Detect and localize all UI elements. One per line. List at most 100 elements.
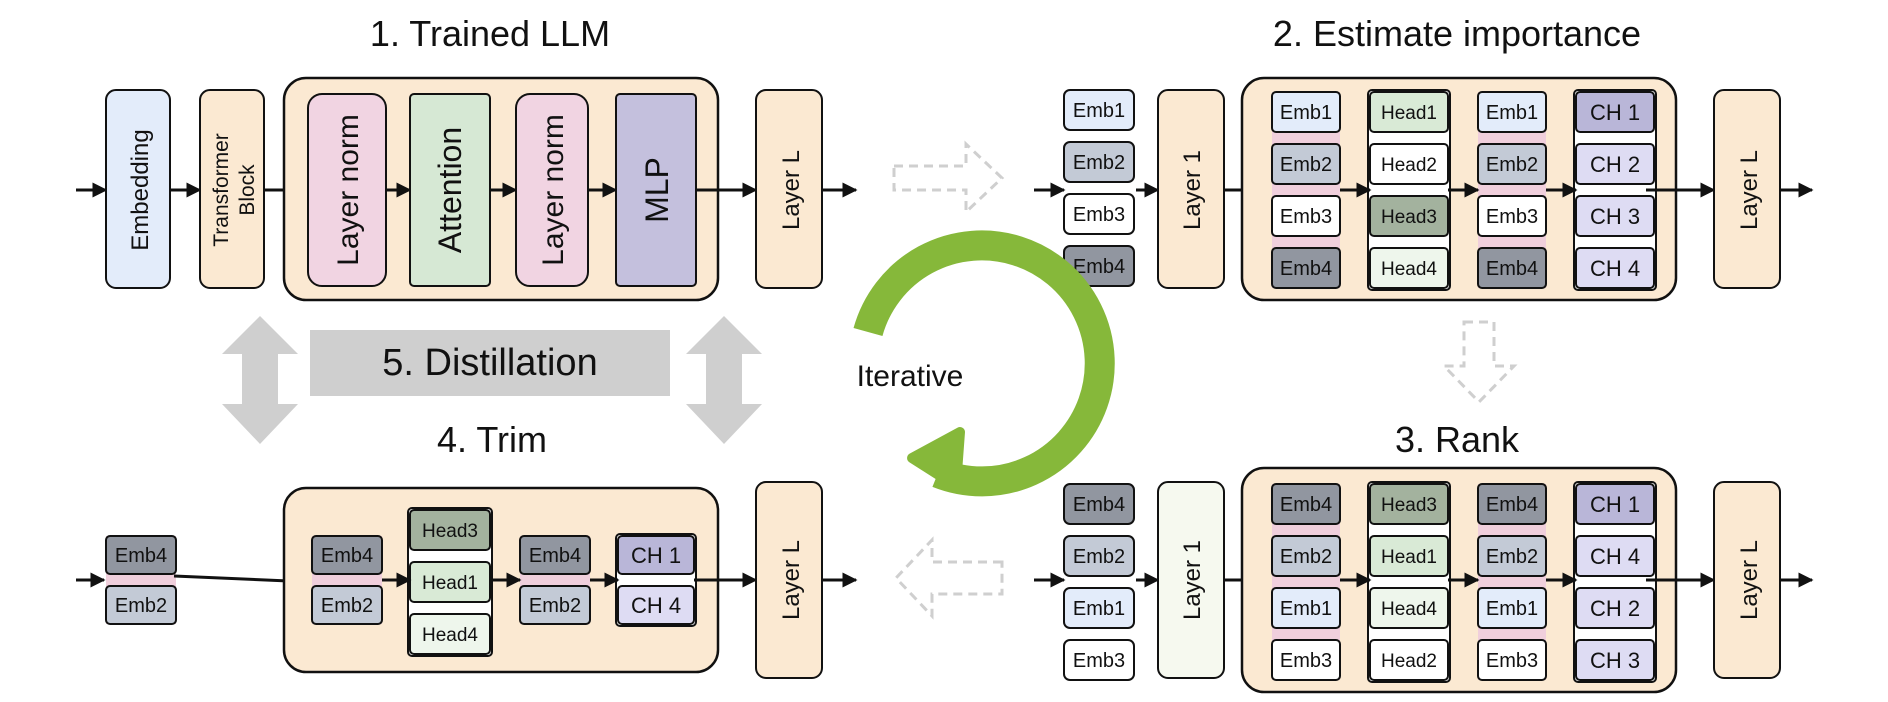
head3-label: Head3 <box>422 521 478 542</box>
ch-2-label: CH 2 <box>1590 152 1640 177</box>
emb4-label: Emb4 <box>1073 494 1125 516</box>
head2-label: Head2 <box>1381 651 1437 672</box>
emb4-box <box>1477 483 1547 525</box>
iterative-cycle-arrow <box>853 230 1115 497</box>
emb3-label: Emb3 <box>1073 204 1125 226</box>
ch-2-box <box>1575 143 1655 185</box>
iterative-label: Iterative <box>857 360 964 393</box>
iterative-cycle: Iterative <box>853 230 1115 497</box>
ch-1-label: CH 1 <box>1590 492 1640 517</box>
emb4-label: Emb4 <box>529 545 581 567</box>
emb2-box <box>1477 535 1547 577</box>
stage-4-title: 4. Trim <box>437 419 547 460</box>
distillation-double-arrow-left <box>222 316 298 444</box>
emb1-box <box>1271 587 1341 629</box>
emb2-box <box>1063 535 1135 577</box>
emb1-box <box>1271 91 1341 133</box>
head3-box <box>1369 195 1449 237</box>
head1-box <box>1369 91 1449 133</box>
emb2-box <box>1477 143 1547 185</box>
ch-1-box <box>1575 483 1655 525</box>
layer-l-label: Layer L <box>1736 150 1763 230</box>
ch-3-box <box>1575 195 1655 237</box>
emb2-label: Emb2 <box>1280 154 1332 176</box>
emb3-box <box>1477 195 1547 237</box>
emb2-label: Emb2 <box>321 595 373 617</box>
head4-box <box>1369 587 1449 629</box>
emb1-label: Emb1 <box>1486 598 1538 620</box>
head4-label: Head4 <box>1381 599 1437 620</box>
emb2-label: Emb2 <box>1486 154 1538 176</box>
head3-box <box>409 509 491 551</box>
embedding-label: Embedding <box>127 129 154 250</box>
ch-1-label: CH 1 <box>631 543 681 568</box>
layer-1-label: Layer 1 <box>1179 540 1206 620</box>
emb4-box <box>105 535 177 575</box>
emb4-label: Emb4 <box>1486 494 1538 516</box>
ch-4-label: CH 4 <box>1590 544 1640 569</box>
transformer-label-line1: Transformer <box>210 133 233 247</box>
emb4-box <box>1271 483 1341 525</box>
emb2-box <box>1271 143 1341 185</box>
head3-box <box>1369 483 1449 525</box>
emb3-box <box>1063 193 1135 235</box>
stage-2-title: 2. Estimate importance <box>1273 13 1641 54</box>
dashed-arrow-right <box>892 140 1005 216</box>
emb2-label: Emb2 <box>1280 546 1332 568</box>
emb2-label: Emb2 <box>529 595 581 617</box>
head1-label: Head1 <box>1381 103 1437 124</box>
transformer-label-line2: Block <box>236 164 259 216</box>
stage-3-title: 3. Rank <box>1395 419 1520 460</box>
emb3-box <box>1063 639 1135 681</box>
stage-1-title: 1. Trained LLM <box>370 13 610 54</box>
head1-box <box>1369 535 1449 577</box>
emb4-label: Emb4 <box>1486 258 1538 280</box>
emb2-box <box>519 585 591 625</box>
head4-label: Head4 <box>1381 259 1437 280</box>
head4-label: Head4 <box>422 625 478 646</box>
mlp-label: MLP <box>639 157 675 223</box>
emb1-label: Emb1 <box>1280 598 1332 620</box>
emb2-box <box>1063 141 1135 183</box>
head3-label: Head3 <box>1381 495 1437 516</box>
ch-4-box <box>1575 247 1655 289</box>
distillation-double-arrow-right <box>686 316 762 444</box>
ch-3-box <box>1575 639 1655 681</box>
emb4-label: Emb4 <box>1073 256 1125 278</box>
ch-4-label: CH 4 <box>631 593 681 618</box>
dashed-arrow-left <box>893 536 1004 620</box>
emb4-box <box>1063 483 1135 525</box>
layer-l-label: Layer L <box>778 150 805 230</box>
emb4-label: Emb4 <box>1280 494 1332 516</box>
emb1-label: Emb1 <box>1073 598 1125 620</box>
attention-label: Attention <box>432 127 468 253</box>
stage-1-trained-llm: 1. Trained LLM Embedding Transformer Blo… <box>76 13 858 302</box>
emb4-box <box>519 535 591 575</box>
head2-label: Head2 <box>1381 155 1437 176</box>
emb3-box <box>1271 195 1341 237</box>
emb1-box <box>1477 587 1547 629</box>
emb4-label: Emb4 <box>1280 258 1332 280</box>
dashed-arrow-down <box>1440 320 1518 405</box>
head4-box <box>1369 247 1449 289</box>
emb4-label: Emb4 <box>115 545 167 567</box>
emb2-label: Emb2 <box>1073 546 1125 568</box>
layer-l-label: Layer L <box>778 540 805 620</box>
head2-box <box>1369 143 1449 185</box>
emb3-box <box>1271 639 1341 681</box>
emb2-label: Emb2 <box>1073 152 1125 174</box>
emb1-box <box>1477 91 1547 133</box>
ch-2-label: CH 2 <box>1590 596 1640 621</box>
emb1-label: Emb1 <box>1073 100 1125 122</box>
emb3-label: Emb3 <box>1280 650 1332 672</box>
layer-norm-2-label: Layer norm <box>537 114 570 266</box>
iterative-cycle-arrowhead <box>907 427 965 491</box>
distillation-banner <box>310 330 670 396</box>
emb1-label: Emb1 <box>1280 102 1332 124</box>
head1-label: Head1 <box>422 573 478 594</box>
ch-3-label: CH 3 <box>1590 648 1640 673</box>
layer-1-label: Layer 1 <box>1179 150 1206 230</box>
emb3-label: Emb3 <box>1486 650 1538 672</box>
